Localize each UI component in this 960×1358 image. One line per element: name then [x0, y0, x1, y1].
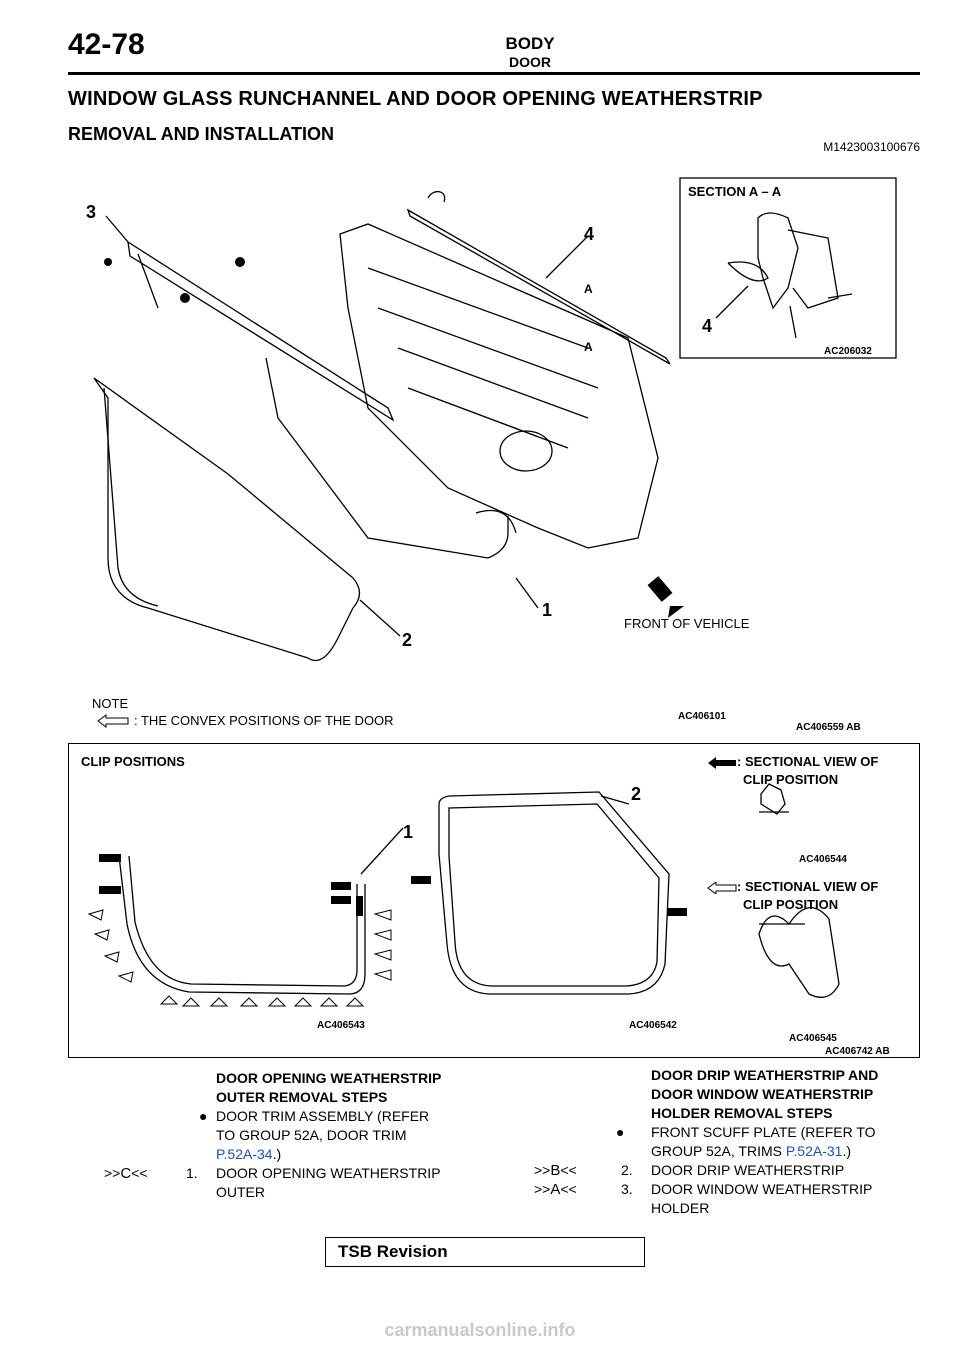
- section-callout-4: 4: [702, 316, 713, 336]
- figure2-code-left: AC406543: [317, 1020, 365, 1031]
- figure2-code-mid: AC406542: [629, 1020, 677, 1031]
- step-marker-b: >>B<<: [534, 1162, 577, 1179]
- front-of-vehicle-label: FRONT OF VEHICLE: [624, 616, 750, 631]
- figure1-code-right: AC406559 AB: [796, 722, 861, 733]
- figure-door-weatherstrip: 3 4 1 2 SECTION A – A 4 AC206032 A A FRO…: [68, 158, 920, 738]
- clip-code-2: AC406545: [789, 1033, 837, 1044]
- header-rule: [68, 72, 920, 75]
- page-number: 42-78: [68, 28, 145, 61]
- note-title: NOTE: [92, 696, 129, 711]
- left-heading-line2: OUTER REMOVAL STEPS: [216, 1089, 388, 1105]
- legend-solid-line1: : SECTIONAL VIEW OF: [737, 754, 879, 769]
- note-text: : THE CONVEX POSITIONS OF THE DOOR: [134, 713, 394, 728]
- section-code: AC206032: [824, 346, 872, 357]
- step-marker-a: >>A<<: [534, 1181, 577, 1198]
- callout-2: 2: [402, 630, 413, 650]
- left-heading-line1: DOOR OPENING WEATHERSTRIP: [216, 1070, 442, 1086]
- clip-callout-1: 1: [403, 822, 414, 842]
- clip-callout-2: 2: [631, 784, 642, 804]
- right-step-3: >>A<< 3. DOOR WINDOW WEATHERSTRIP HOLDER: [534, 1181, 873, 1216]
- right-heading-line1: DOOR DRIP WEATHERSTRIP AND: [651, 1067, 879, 1083]
- tsb-revision-box: TSB Revision: [325, 1237, 645, 1267]
- section-a-a-label: SECTION A – A: [688, 184, 782, 199]
- bullet-dot-icon: ●: [616, 1124, 625, 1140]
- header-section: DOOR: [509, 54, 551, 70]
- solid-arrow-icon: [707, 757, 737, 769]
- figure1-code-left: AC406101: [678, 711, 726, 722]
- document-id: M1423003100676: [823, 140, 920, 154]
- door-exploded-illustration: [93, 177, 897, 662]
- section-mark-a-lower: A: [584, 340, 593, 354]
- callout-1: 1: [542, 600, 553, 620]
- convex-arrow-icon: [96, 714, 130, 728]
- header-group: BODY: [505, 34, 555, 53]
- left-steps: DOOR OPENING WEATHERSTRIP OUTER REMOVAL …: [100, 1069, 500, 1202]
- left-bullet: ● DOOR TRIM ASSEMBLY (REFER TO GROUP 52A…: [199, 1108, 430, 1162]
- link-p52a-34[interactable]: P.52A-34: [216, 1146, 273, 1162]
- section-mark-a-upper: A: [584, 282, 593, 296]
- legend-open-line2: CLIP POSITION: [743, 897, 839, 912]
- right-heading-line2: DOOR WINDOW WEATHERSTRIP: [651, 1086, 874, 1102]
- right-bullet: ● FRONT SCUFF PLATE (REFER TO GROUP 52A,…: [616, 1124, 876, 1159]
- right-steps: DOOR DRIP WEATHERSTRIP AND DOOR WINDOW W…: [534, 1066, 934, 1218]
- open-arrow-icon: [707, 882, 737, 894]
- clip-code-1: AC406544: [799, 854, 847, 865]
- figure-clip-positions: CLIP POSITIONS : SECTIONAL VIEW OF CLIP …: [68, 743, 920, 1058]
- link-p52a-31[interactable]: P.52A-31: [785, 1143, 843, 1159]
- step-marker-c: >>C<<: [104, 1165, 148, 1182]
- left-step-1: >>C<< 1. DOOR OPENING WEATHERSTRIP OUTER: [104, 1165, 441, 1200]
- page-title: WINDOW GLASS RUNCHANNEL AND DOOR OPENING…: [68, 88, 763, 110]
- bullet-dot-icon: ●: [199, 1108, 208, 1124]
- watermark: carmanualsonline.info: [384, 1320, 576, 1340]
- callout-4: 4: [584, 224, 595, 244]
- clip-positions-title: CLIP POSITIONS: [81, 754, 185, 769]
- legend-solid-line2: CLIP POSITION: [743, 772, 839, 787]
- page-subtitle: REMOVAL AND INSTALLATION: [68, 124, 334, 144]
- step-number: 1.: [186, 1165, 198, 1181]
- callout-3: 3: [86, 202, 97, 222]
- right-step-2: >>B<< 2. DOOR DRIP WEATHERSTRIP: [534, 1162, 845, 1179]
- legend-open-line1: : SECTIONAL VIEW OF: [737, 879, 879, 894]
- figure2-code-main: AC406742 AB: [825, 1046, 890, 1057]
- clip-positions-illustration: [87, 783, 840, 1007]
- right-heading-line3: HOLDER REMOVAL STEPS: [651, 1105, 833, 1121]
